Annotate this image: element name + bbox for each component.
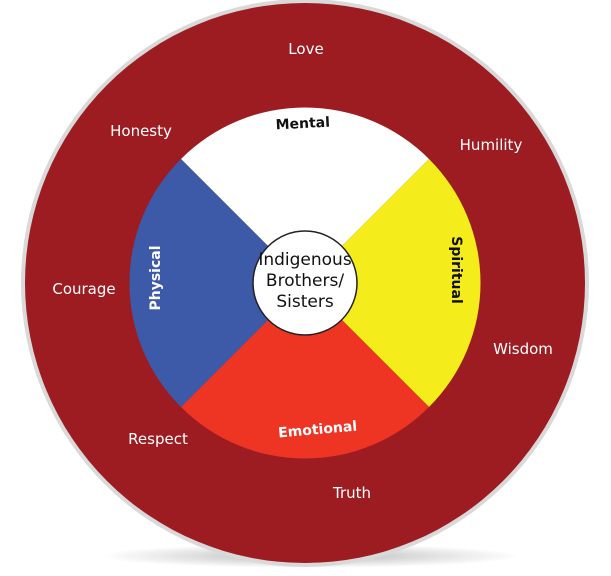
- center-line-3: Sisters: [276, 292, 333, 312]
- quadrant-physical: [129, 159, 305, 407]
- value-courage: Courage: [52, 280, 115, 298]
- center-line-2: Brothers/: [266, 271, 344, 291]
- value-love: Love: [288, 40, 323, 58]
- value-wisdom: Wisdom: [493, 340, 553, 358]
- quadrant-label-physical: Physical: [148, 245, 164, 310]
- center-circle: [252, 230, 358, 336]
- quadrant-label-emotional: Emotional: [278, 419, 358, 442]
- quadrant-spiritual: [305, 159, 481, 407]
- quadrant-label-spiritual: Spiritual: [448, 236, 464, 304]
- value-respect: Respect: [128, 430, 188, 448]
- quadrant-emotional: [181, 283, 429, 459]
- value-truth: Truth: [332, 484, 371, 502]
- value-honesty: Honesty: [110, 122, 172, 140]
- center-line-1: Indigenous: [258, 250, 352, 270]
- value-humility: Humility: [460, 136, 523, 154]
- quadrant-label-mental: Mental: [275, 115, 330, 134]
- quadrant-mental: [181, 107, 429, 283]
